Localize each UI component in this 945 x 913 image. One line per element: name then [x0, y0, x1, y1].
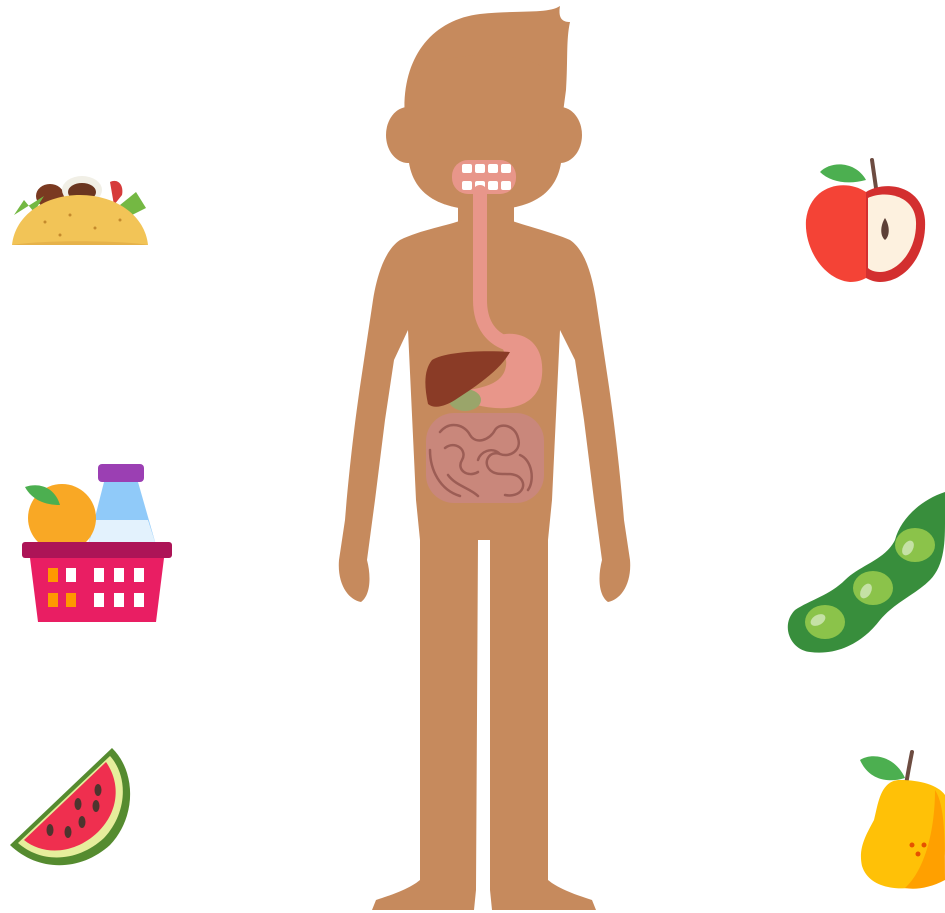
apple-icon: [806, 160, 925, 282]
taco-icon: [12, 176, 148, 245]
grocery-basket-icon: [22, 464, 172, 622]
left-ear: [386, 107, 430, 163]
edamame-pod-icon: [788, 492, 945, 653]
watermelon-slice-icon: [10, 748, 130, 865]
right-ear: [538, 107, 582, 163]
pear-icon: [860, 752, 945, 889]
